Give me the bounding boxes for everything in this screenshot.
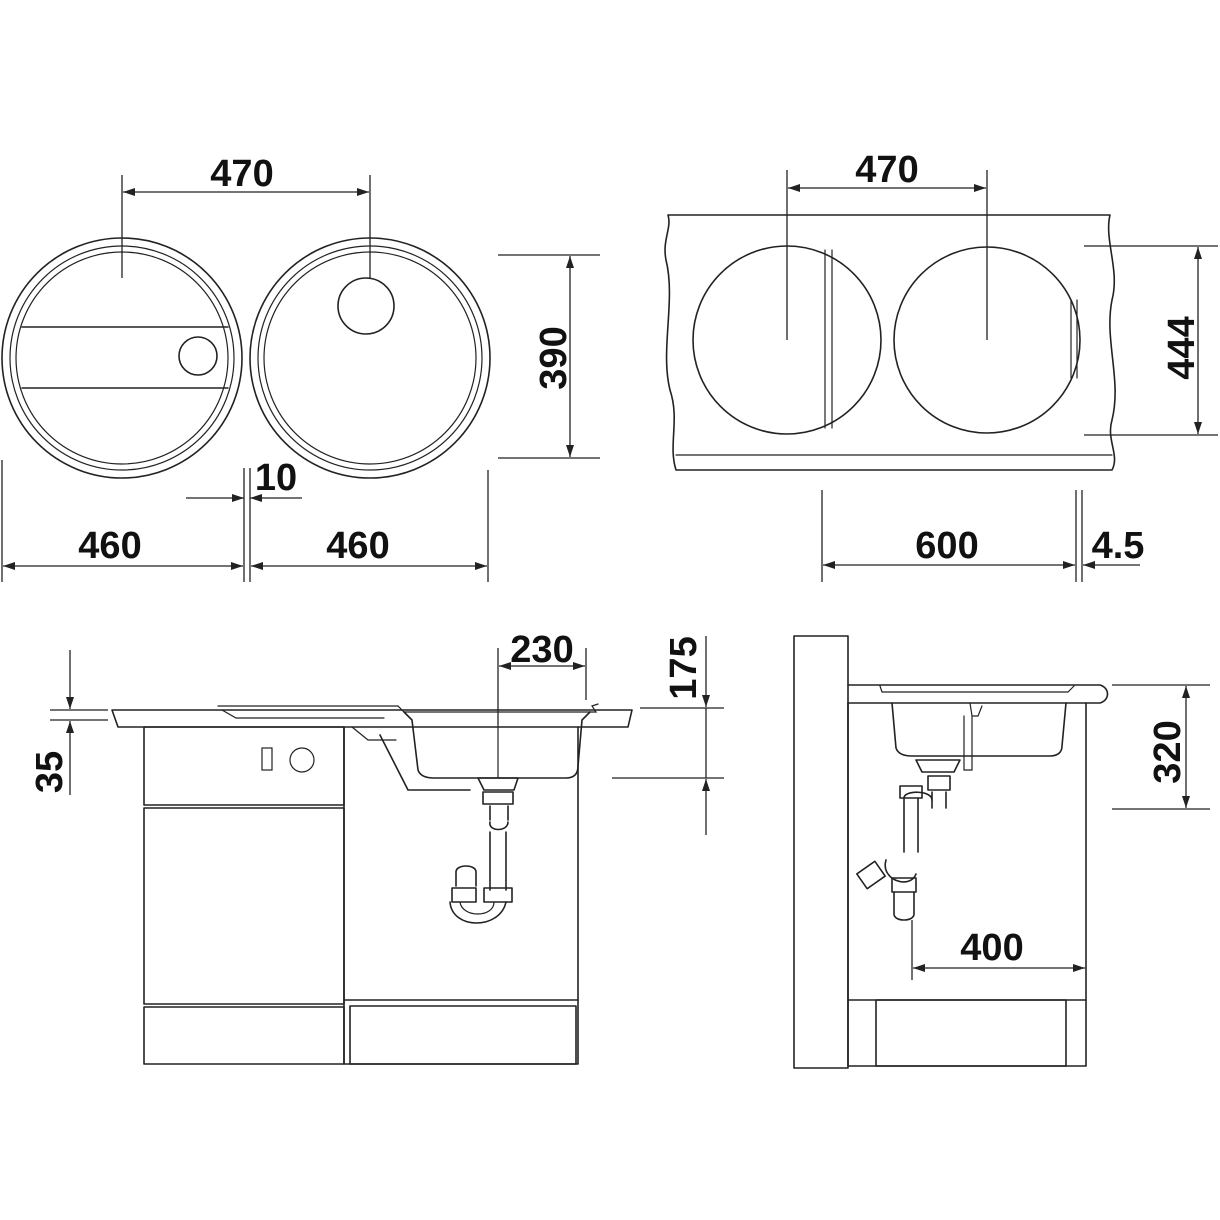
dim-bowl-depth: 175 (663, 636, 705, 699)
drainer-insert (21, 326, 229, 389)
dim-worktop-thickness: 35 (29, 751, 71, 793)
cabinet-drawer-top (143, 726, 345, 806)
cabinet-door (143, 807, 345, 1005)
dim-gap: 10 (255, 457, 297, 499)
dim-sink-height-plan: 390 (533, 326, 575, 389)
side-worktop (847, 684, 1109, 704)
dim-offset: 4.5 (1092, 525, 1145, 567)
right-drain-hole (337, 277, 395, 335)
cabinet-plinth-left (143, 1006, 345, 1065)
dim-right-unit-width: 460 (326, 525, 389, 567)
left-bowl-inner-rim (9, 245, 235, 471)
side-bowl (891, 702, 1067, 757)
side-cabinet (847, 702, 1087, 1067)
dim-bowl-spacing-plan: 470 (210, 153, 273, 195)
dim-bowl-offset: 230 (510, 629, 573, 671)
dim-side-depth: 400 (960, 927, 1023, 969)
trap-pipe (489, 831, 507, 891)
plan-view-dimensions: 470 390 10 460 460 (1, 153, 600, 582)
left-bowl-basin (15, 251, 229, 465)
wall-section (793, 635, 849, 1069)
side-plinth (875, 999, 1067, 1067)
cutout-view (664, 214, 1116, 471)
right-bowl-inner-rim (257, 245, 483, 471)
side-elevation-dimensions: 320 400 (911, 684, 1210, 980)
left-drain-hole (178, 336, 218, 376)
side-elevation (793, 635, 1109, 1069)
dim-left-unit-width: 460 (78, 525, 141, 567)
dim-cutout-depth: 444 (1161, 316, 1203, 379)
worktop-section (111, 709, 633, 728)
side-trap-pipe (903, 797, 919, 853)
bowl-section (403, 711, 591, 779)
cabinet-plinth-right (349, 1005, 577, 1065)
front-elevation-dimensions: 230 175 35 (29, 629, 724, 835)
dim-side-height: 320 (1147, 720, 1189, 783)
dim-bowl-spacing-cutout: 470 (855, 149, 918, 191)
plan-view-double-bowl (1, 237, 491, 479)
dim-cabinet-width: 600 (915, 525, 978, 567)
trap-bend (449, 901, 507, 924)
front-elevation (111, 703, 633, 1065)
right-bowl-basin (263, 251, 477, 465)
cutout-dimensions: 470 444 600 4.5 (786, 149, 1218, 582)
drain-outlet (477, 777, 519, 791)
worktop-outline (664, 214, 1116, 471)
